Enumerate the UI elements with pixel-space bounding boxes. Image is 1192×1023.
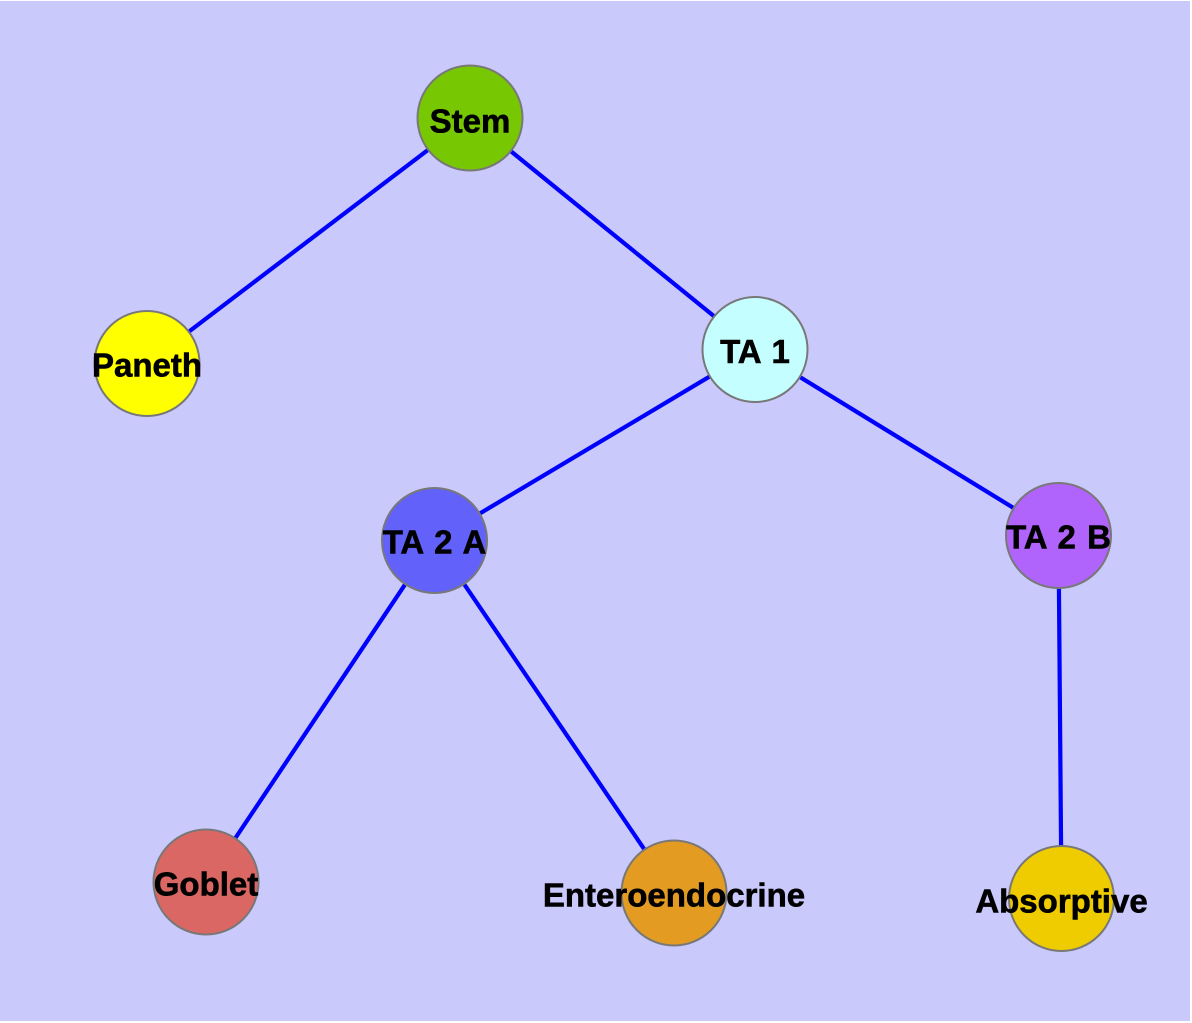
svg-text:TA 1: TA 1 bbox=[720, 333, 790, 370]
svg-text:Goblet: Goblet bbox=[154, 866, 259, 903]
svg-text:Enteroendocrine: Enteroendocrine bbox=[543, 877, 805, 914]
svg-text:Paneth: Paneth bbox=[92, 347, 202, 384]
svg-text:Absorptive: Absorptive bbox=[975, 883, 1147, 920]
svg-text:TA 2 B: TA 2 B bbox=[1006, 519, 1111, 556]
svg-text:Stem: Stem bbox=[430, 103, 511, 140]
svg-text:TA 2 A: TA 2 A bbox=[383, 524, 487, 561]
